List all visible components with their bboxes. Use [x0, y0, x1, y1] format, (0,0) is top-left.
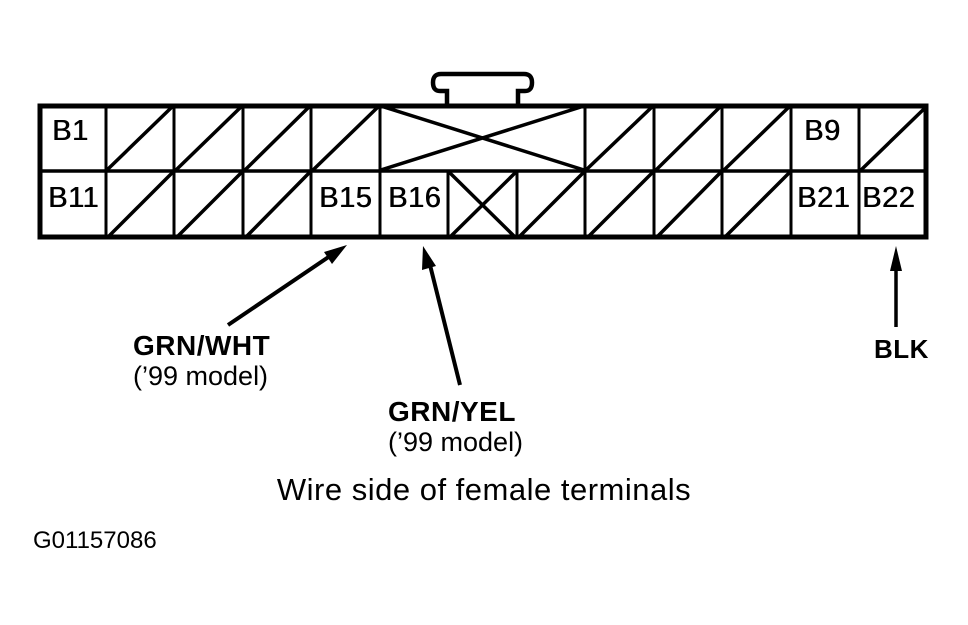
- terminal-label-b15: B15: [319, 182, 373, 214]
- model-note-grn-wht: (’99 model): [133, 361, 269, 391]
- figure-caption: Wire side of female terminals: [276, 472, 692, 507]
- terminal-label-b16: B16: [388, 182, 442, 214]
- model-note-grn-yel: (’99 model): [388, 427, 524, 457]
- wire-color-label-grn-yel: GRN/YEL: [388, 396, 516, 427]
- bottom-row-cell-lines: [104, 171, 861, 239]
- top-row-hatch-lines: [105, 104, 929, 172]
- terminal-label-b9: B9: [804, 115, 841, 147]
- figure-id: G01157086: [33, 527, 157, 554]
- grn-yel-arrow: [422, 246, 462, 386]
- bottom-row-hatch-lines: [105, 170, 792, 240]
- connector-latch-icon: [430, 71, 535, 104]
- top-row-cell-lines: [104, 105, 861, 171]
- terminal-label-b11: B11: [48, 182, 99, 214]
- wire-color-label-blk: BLK: [874, 334, 929, 364]
- blk-arrow: [890, 246, 902, 327]
- grn-wht-arrow: [226, 245, 347, 327]
- bottom-row-x-mark: [447, 170, 518, 240]
- terminal-label-b22: B22: [862, 182, 916, 214]
- wire-color-label-grn-wht: GRN/WHT: [133, 330, 271, 361]
- top-row-x-mark: [380, 104, 585, 172]
- terminal-label-b1: B1: [52, 115, 89, 147]
- terminal-label-b21: B21: [797, 182, 851, 214]
